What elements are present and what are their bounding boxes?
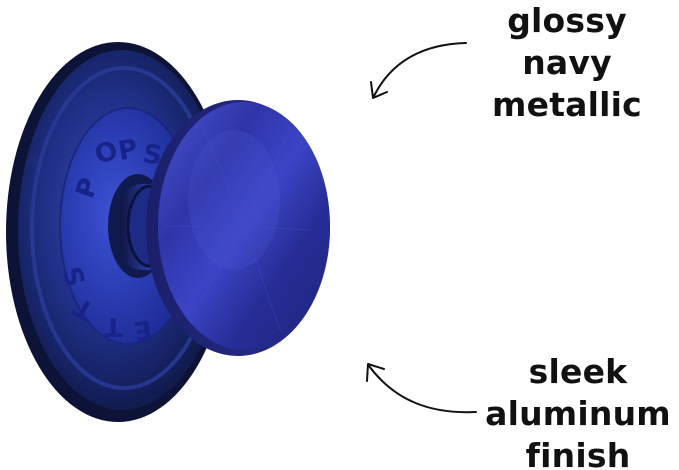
svg-text:E: E <box>131 313 154 346</box>
callout-line: glossy <box>507 1 627 40</box>
callout-line: metallic <box>492 85 642 124</box>
callout-sleek-aluminum-finish: sleek aluminum finish <box>478 351 678 470</box>
callout-line: sleek <box>528 352 628 391</box>
cap-spin-lines <box>164 119 311 331</box>
callout-line: navy <box>522 43 612 82</box>
svg-text:T: T <box>104 311 122 341</box>
svg-text:S: S <box>141 139 164 171</box>
svg-text:P: P <box>116 134 140 167</box>
cap-sheen <box>188 130 280 270</box>
callout-glossy-navy-metallic: glossy navy metallic <box>462 0 672 126</box>
callout-line: aluminum <box>485 394 671 433</box>
callout-line: finish <box>525 436 631 470</box>
cap-face <box>158 102 330 350</box>
